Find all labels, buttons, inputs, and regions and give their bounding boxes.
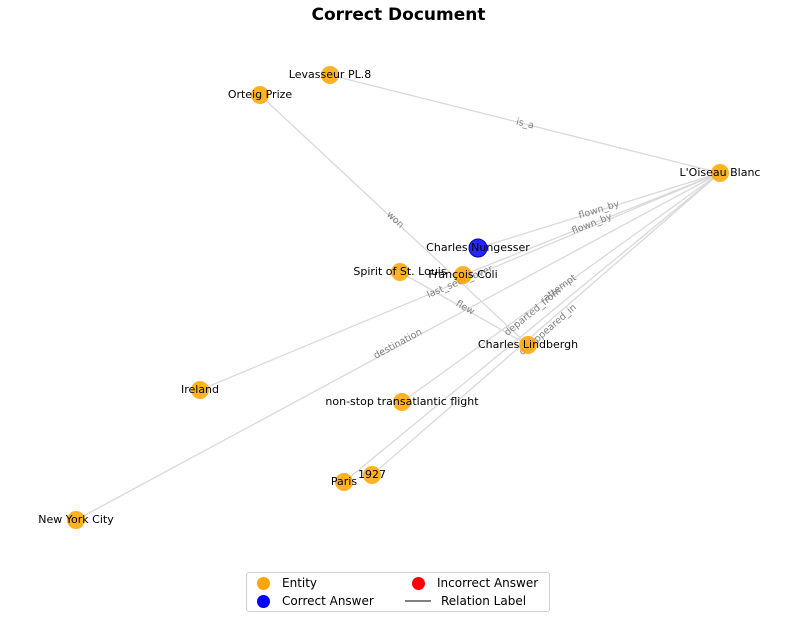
edge-nungesser-oiseau xyxy=(477,172,721,249)
node-y1927 xyxy=(363,466,381,484)
node-label-nungesser: Charles Nungesser xyxy=(426,241,530,254)
node-label-nyc: New York City xyxy=(38,513,114,526)
node-ireland xyxy=(191,381,209,399)
node-label-coli: François Coli xyxy=(428,268,497,281)
node-label-paris: Paris xyxy=(331,475,357,488)
node-label-orteig: Orteig Prize xyxy=(228,88,293,101)
node-label-oiseau: L'Oiseau Blanc xyxy=(680,166,761,179)
incorrect-dot-icon xyxy=(412,576,425,590)
node-spirit xyxy=(391,263,409,281)
node-label-levasseur: Levasseur PL.8 xyxy=(289,68,371,81)
node-nonstop xyxy=(393,393,411,411)
node-label-nonstop: non-stop transatlantic flight xyxy=(325,395,479,408)
node-oiseau xyxy=(711,164,729,182)
edge-levasseur-oiseau xyxy=(329,74,721,174)
node-nyc xyxy=(67,511,85,529)
node-label-ireland: Ireland xyxy=(181,383,219,396)
edge-paris-oiseau xyxy=(343,172,721,483)
nodes-layer xyxy=(67,66,729,529)
edge-label-destination: destination xyxy=(372,327,424,362)
legend-correct: Correct Answer xyxy=(257,594,374,608)
edge-orteig-lindbergh xyxy=(259,94,529,346)
legend-incorrect-label: Incorrect Answer xyxy=(437,576,539,590)
legend-relation: Relation Label xyxy=(405,594,526,608)
relation-line-icon xyxy=(405,600,431,602)
edge-label-is-a: is_a xyxy=(515,116,535,131)
legend-incorrect: Incorrect Answer xyxy=(412,576,538,590)
node-paris xyxy=(335,473,353,491)
node-levasseur xyxy=(321,66,339,84)
edge-labels-layer: is_awonflown_byflown_bylast_seen_overfle… xyxy=(372,116,621,361)
node-label-lindbergh: Charles Lindbergh xyxy=(478,338,578,351)
node-lindbergh xyxy=(519,336,537,354)
edge-spirit-lindbergh xyxy=(399,271,529,346)
legend-relation-label: Relation Label xyxy=(441,594,527,608)
edges-layer xyxy=(75,74,721,521)
edge-nyc-oiseau xyxy=(75,172,721,521)
node-label-y1927: 1927 xyxy=(358,468,386,481)
node-orteig xyxy=(251,86,269,104)
edge-nonstop-oiseau xyxy=(401,172,721,403)
legend-correct-label: Correct Answer xyxy=(282,594,374,608)
diagram-title: Correct Document xyxy=(311,5,486,25)
node-label-spirit: Spirit of St. Louis xyxy=(353,265,446,278)
node-coli xyxy=(454,266,472,284)
edge-y1927-oiseau xyxy=(371,172,721,476)
legend-entity: Entity xyxy=(257,576,317,590)
entity-dot-icon xyxy=(257,576,270,590)
legend-entity-label: Entity xyxy=(282,576,318,590)
edge-coli-oiseau xyxy=(462,172,721,276)
legend: Entity Correct Answer Incorrect Answer R… xyxy=(246,572,550,612)
correct-dot-icon xyxy=(257,594,270,608)
node-nungesser xyxy=(468,238,488,258)
